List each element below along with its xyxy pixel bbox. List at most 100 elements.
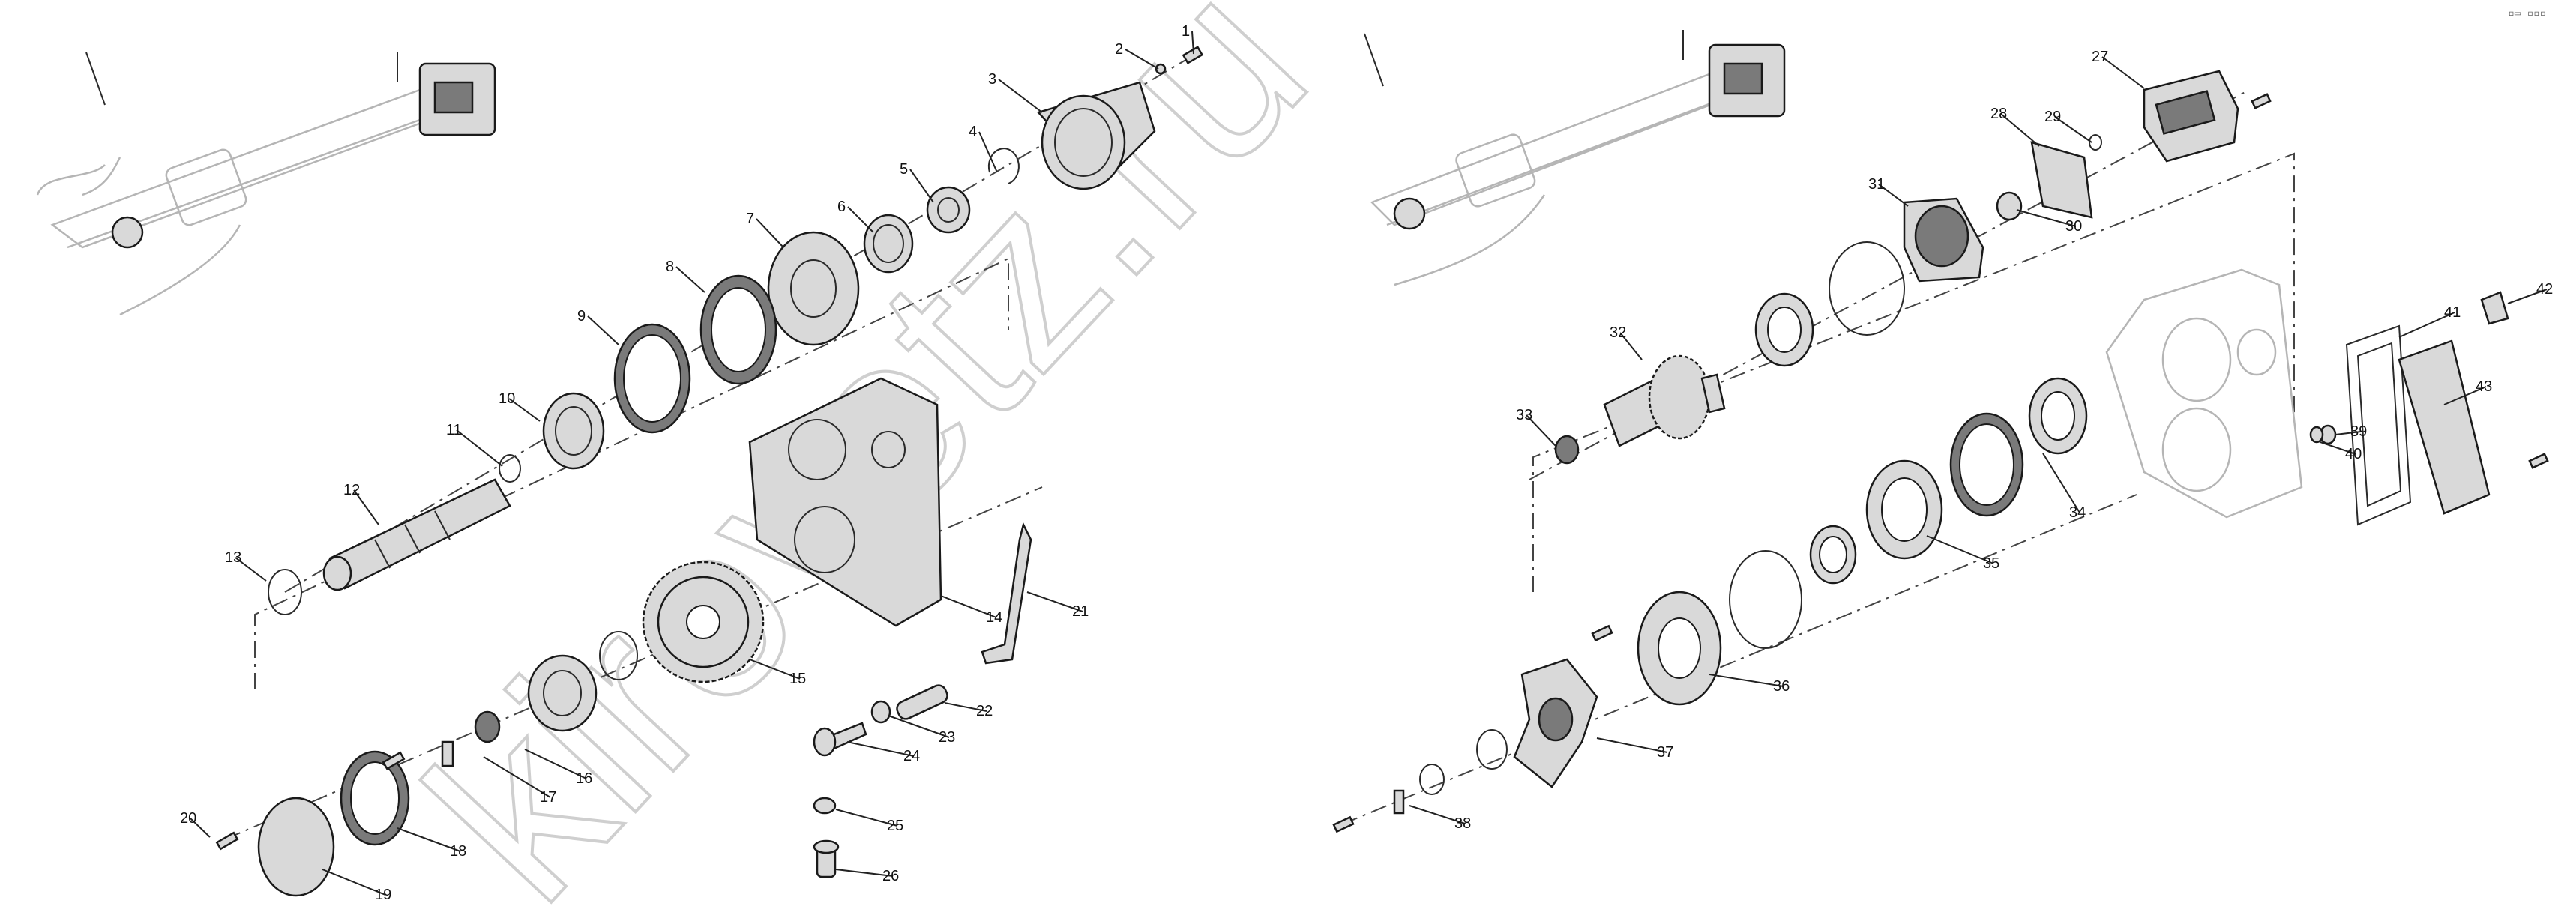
end-cover-icon: [257, 797, 335, 897]
bolt-icon: [2528, 453, 2549, 469]
callout-leader-18: [397, 827, 461, 852]
callout-leader-2: [1125, 49, 1159, 70]
bearing-icon: [527, 654, 598, 732]
callout-label-11: 11: [446, 422, 462, 438]
callout-label-40: 40: [2345, 446, 2362, 462]
callout-leader-6: [847, 206, 874, 233]
callout-label-36: 36: [1773, 678, 1790, 695]
lock-plate-icon: [441, 740, 454, 767]
callout-label-19: 19: [375, 887, 391, 903]
callout-leader-31: [1878, 184, 1909, 207]
callout-leader-10: [508, 398, 541, 422]
callout-leader-20: [190, 818, 211, 838]
callout-leader-8: [675, 266, 705, 293]
callout-leader-36: [1709, 674, 1784, 687]
gearbox-housing-icon: [2105, 268, 2303, 519]
nut-icon: [870, 700, 891, 724]
breather-fitting-icon: [2480, 291, 2509, 325]
bolt-icon: [382, 751, 406, 770]
axle-overview-left-icon: [36, 52, 496, 316]
callout-label-10: 10: [499, 390, 515, 407]
callout-leader-26: [835, 869, 894, 877]
callout-leader-24: [846, 741, 915, 757]
oil-pipe-icon: [981, 522, 1032, 665]
callout-leader-43: [2443, 386, 2487, 405]
callout-label-24: 24: [903, 748, 920, 764]
callout-leader-7: [756, 218, 784, 248]
callout-label-3: 3: [988, 71, 996, 88]
bearing-icon: [542, 392, 605, 470]
hydraulic-pump-icon: [2143, 70, 2239, 163]
callout-leader-33: [1526, 414, 1556, 447]
callout-leader-25: [835, 809, 898, 827]
callout-leader-30: [2016, 209, 2077, 227]
bolt-icon: [1332, 815, 1355, 833]
callout-label-6: 6: [837, 199, 846, 215]
lock-plate-icon: [1393, 789, 1405, 815]
callout-label-34: 34: [2069, 504, 2086, 521]
callout-leader-37: [1596, 737, 1668, 753]
callout-leader-40: [2320, 441, 2356, 455]
washer-icon: [1476, 729, 1508, 770]
bolt-icon: [1591, 624, 1613, 642]
callout-leader-17: [483, 756, 551, 798]
callout-leader-1: [1191, 31, 1194, 55]
lock-washer-icon: [474, 710, 501, 743]
callout-leader-19: [322, 869, 386, 896]
coupling-icon: [1996, 191, 2023, 221]
callout-leader-38: [1409, 805, 1466, 824]
callout-leader-5: [909, 169, 934, 203]
axle-overview-right-icon: [1364, 30, 1786, 286]
spacer-ring-icon: [268, 569, 302, 615]
callout-leader-22: [944, 702, 987, 712]
adapter-housing-icon: [1903, 197, 1984, 283]
callout-label-42: 42: [2536, 281, 2553, 298]
seal-icon: [863, 214, 914, 274]
callout-leader-41: [2398, 312, 2455, 338]
callout-label-14: 14: [986, 609, 1002, 626]
callout-leader-42: [2507, 289, 2548, 304]
gasket-icon: [1729, 550, 1802, 649]
callout-leader-23: [888, 715, 950, 738]
cover-plate-icon: [2398, 339, 2491, 515]
callout-label-28: 28: [1990, 106, 2007, 122]
washer-icon: [813, 797, 837, 815]
callout-label-17: 17: [540, 789, 556, 806]
flange-icon: [767, 231, 860, 346]
callout-label-1: 1: [1182, 23, 1190, 40]
callout-label-12: 12: [343, 482, 360, 498]
corner-mark: ▫▭ ▫▫▫: [2508, 7, 2546, 19]
callout-label-37: 37: [1657, 744, 1673, 761]
callout-label-39: 39: [2350, 423, 2367, 440]
callout-label-38: 38: [1454, 815, 1471, 832]
axis-line-right-lower: [1341, 494, 2137, 825]
callout-leader-16: [524, 749, 587, 779]
callout-leader-29: [2054, 116, 2092, 143]
gear-shaft-icon: [1603, 354, 1726, 447]
callout-label-29: 29: [2044, 109, 2061, 125]
callout-label-43: 43: [2476, 378, 2492, 395]
bolt-icon: [2251, 93, 2272, 109]
callout-label-4: 4: [969, 124, 977, 140]
callout-label-26: 26: [882, 868, 899, 884]
bolt-icon: [215, 831, 239, 851]
callout-label-22: 22: [976, 703, 993, 719]
callout-leader-9: [587, 315, 619, 345]
gasket-icon: [1829, 241, 1905, 336]
callout-leader-12: [353, 489, 379, 525]
callout-label-32: 32: [1610, 324, 1626, 341]
spacer-ring-icon: [599, 631, 638, 680]
callout-label-31: 31: [1868, 176, 1885, 193]
callout-label-23: 23: [939, 729, 955, 746]
splined-shaft-icon: [322, 478, 511, 591]
gasket-frame-icon: [2345, 324, 2412, 526]
callout-label-18: 18: [450, 843, 466, 860]
callout-leader-11: [456, 429, 503, 467]
callout-label-25: 25: [887, 818, 903, 834]
callout-label-21: 21: [1072, 603, 1089, 620]
callout-leader-39: [2335, 431, 2362, 435]
spur-gear-icon: [642, 561, 765, 683]
callout-leader-35: [1926, 535, 1994, 564]
plug-icon: [2309, 426, 2324, 444]
